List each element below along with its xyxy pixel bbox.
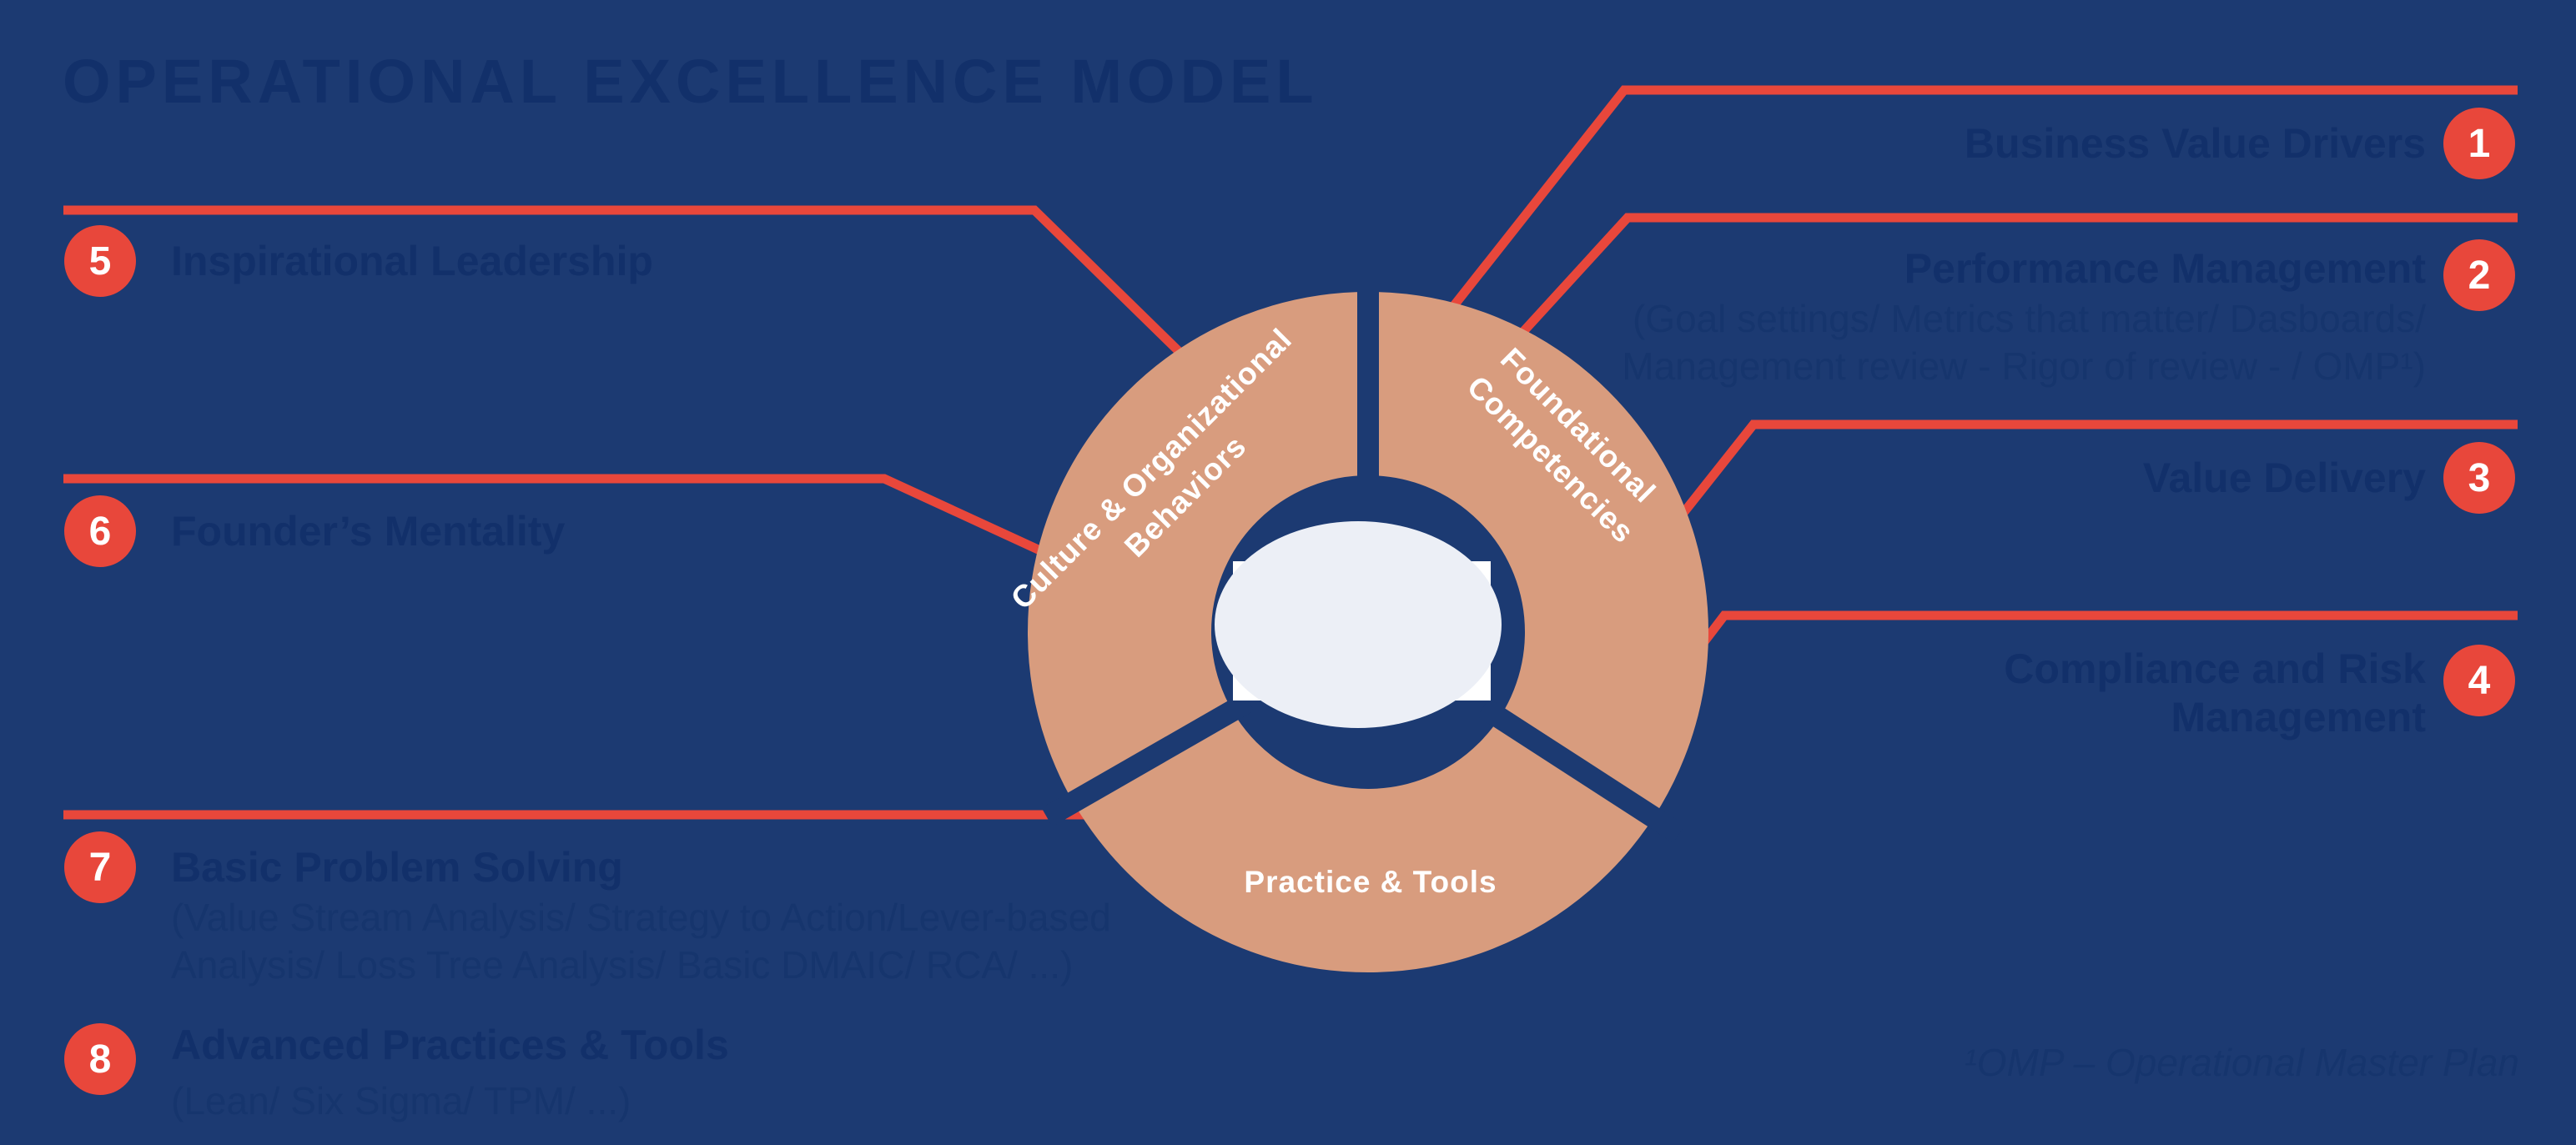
item-4-title: Compliance and Risk Management [2004,645,2426,741]
item-4-number: 4 [2468,658,2491,703]
item-7-title: Basic Problem Solving [171,844,623,891]
item-5-number: 5 [88,239,112,284]
center-placeholder [1215,521,1502,728]
item-8-subtitle: (Lean/ Six Sigma/ TPM/ ...) [171,1079,631,1122]
donut-ring [1028,261,1708,972]
item-3-number: 3 [2468,455,2491,500]
item-8-number: 8 [88,1037,112,1082]
item-5-badge: 5 [64,225,136,297]
item-6-title: Founder’s Mentality [171,508,566,555]
item-2-subtitle: (Goal settings/ Metrics that matter/ Das… [1622,297,2426,388]
item-4-badge: 4 [2443,645,2515,716]
item-6-badge: 6 [64,495,136,567]
item-7-badge: 7 [64,831,136,903]
item-8-title: Advanced Practices & Tools [171,1022,729,1068]
item-7-subtitle: (Value Stream Analysis/ Strategy to Acti… [171,896,1111,987]
item-1-badge: 1 [2443,108,2515,179]
item-6-number: 6 [88,509,112,554]
item-2-badge: 2 [2443,239,2515,311]
item-2-number: 2 [2468,253,2491,298]
item-7-number: 7 [88,845,112,890]
item-3-title: Value Delivery [2142,454,2426,501]
footnote: ¹OMP – Operational Master Plan [1964,1041,2519,1084]
item-2-title: Performance Management [1904,245,2426,292]
item-8-badge: 8 [64,1023,136,1095]
page-title: OPERATIONAL EXCELLENCE MODEL [63,47,1319,116]
segment-divider-bottom-left [1041,691,1255,827]
connector-line-7 [63,803,1136,826]
item-5-title: Inspirational Leadership [171,238,653,284]
segment-label-practice: Practice & Tools [1244,865,1497,899]
item-1-title: Business Value Drivers [1964,120,2426,167]
item-1-number: 1 [2468,121,2491,166]
item-3-badge: 3 [2443,442,2515,514]
segment-divider-bottom-right [1477,698,1686,843]
